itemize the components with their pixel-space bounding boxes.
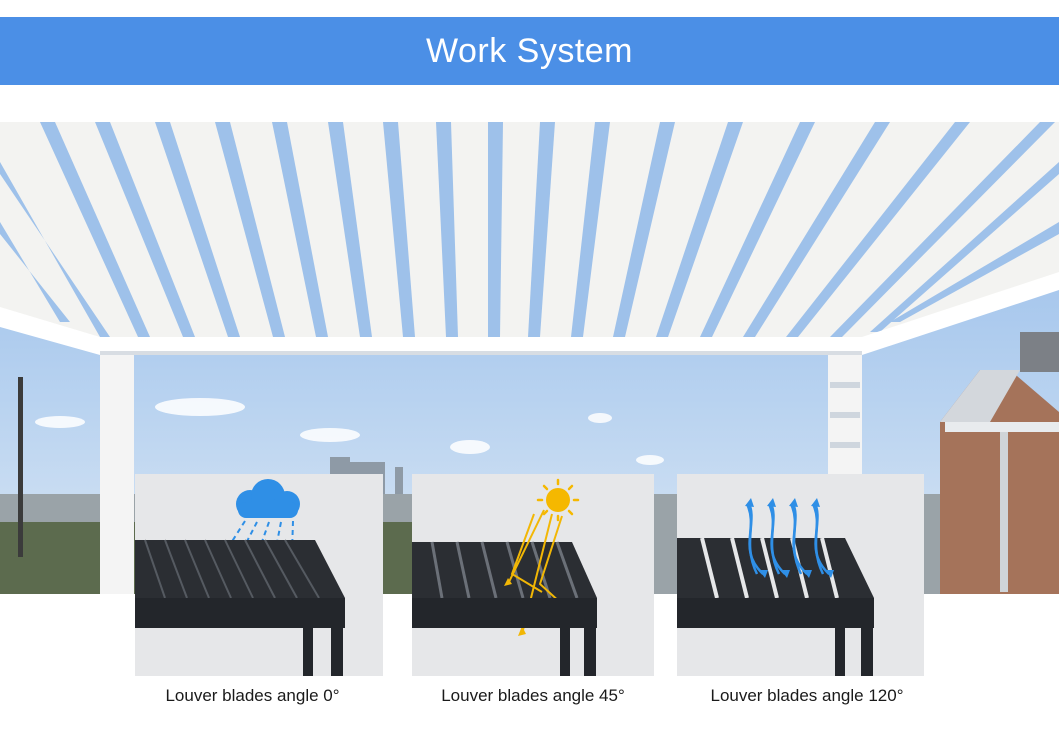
page-title: Work System: [425, 31, 633, 70]
louver-panel-closed: [135, 474, 383, 676]
caption-angle-0: Louver blades angle 0°: [165, 686, 340, 705]
airflow-arrows-icon: [745, 503, 830, 575]
header-banner: Work System: [0, 17, 1059, 85]
caption-angle-45: Louver blades angle 45°: [441, 686, 625, 705]
sun-icon: [536, 478, 580, 522]
louver-panel-half-open: [412, 474, 654, 676]
louver-panel-open: [677, 474, 924, 676]
caption-angle-120: Louver blades angle 120°: [710, 686, 904, 705]
